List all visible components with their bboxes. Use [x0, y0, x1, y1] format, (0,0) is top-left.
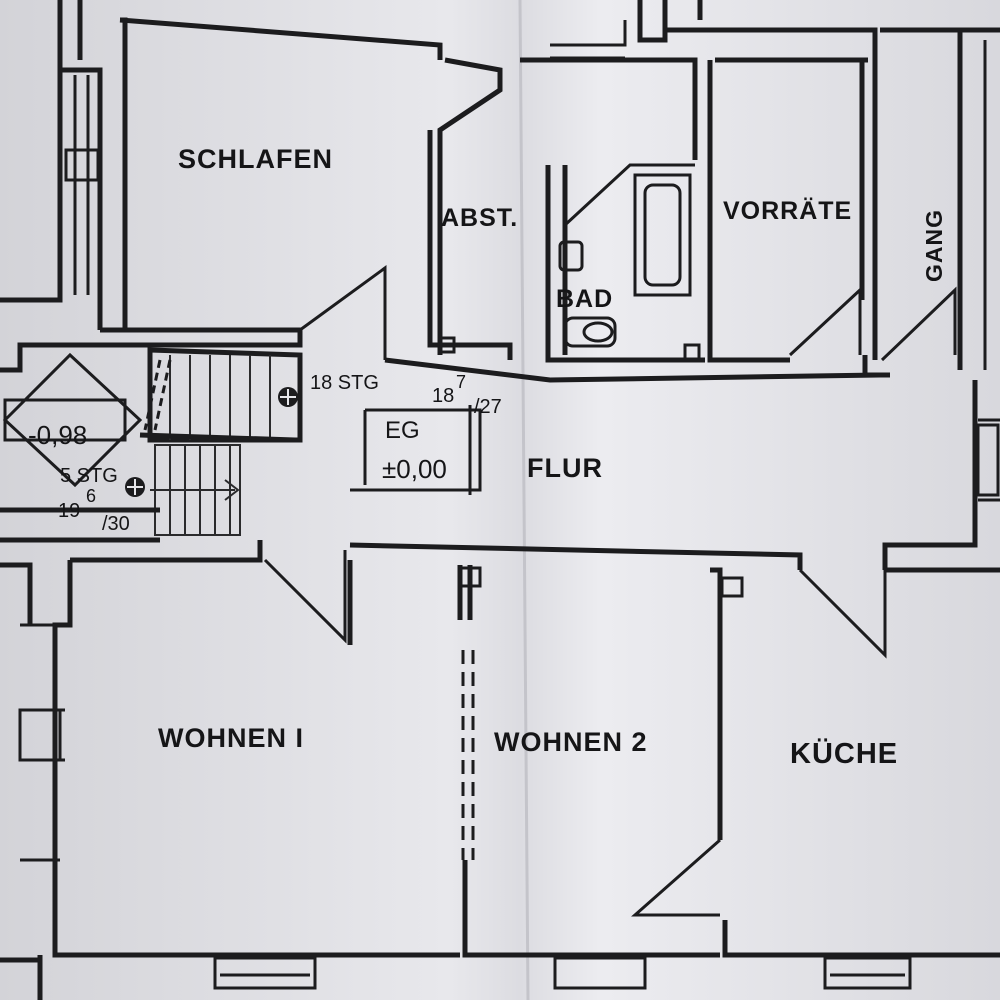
room-label-wohnen2: WOHNEN 2	[494, 727, 648, 757]
lower-stair-count: 5 STG	[60, 465, 118, 487]
upper-stair-ratio-top: 7	[456, 372, 466, 392]
staircase	[0, 347, 303, 543]
paper-fold	[518, 0, 530, 1000]
lower-stair-ratio-base: 19	[58, 500, 80, 522]
room-label-abstell: ABST.	[441, 204, 518, 232]
lower-stair-ratio-top: 6	[86, 486, 96, 506]
upper-stair-ratio-bottom: /27	[474, 396, 502, 418]
level-marker-box	[350, 405, 482, 495]
room-label-vorraete: VORRÄTE	[723, 197, 852, 225]
room-label-bad: BAD	[556, 285, 613, 313]
room-label-schlafen: SCHLAFEN	[178, 144, 333, 174]
room-label-gang: GANG	[921, 209, 947, 282]
lower-stair-ratio-bottom: /30	[102, 513, 130, 535]
level-name: EG	[385, 417, 420, 444]
room-label-wohnen1: WOHNEN I	[158, 723, 304, 753]
landing-height: -0,98	[28, 420, 87, 450]
room-label-flur: FLUR	[527, 453, 603, 483]
level-height: ±0,00	[382, 454, 447, 484]
room-label-kueche: KÜCHE	[790, 737, 898, 770]
upper-stair-count: 18 STG	[310, 372, 379, 394]
upper-stair-ratio-base: 18	[432, 385, 454, 407]
